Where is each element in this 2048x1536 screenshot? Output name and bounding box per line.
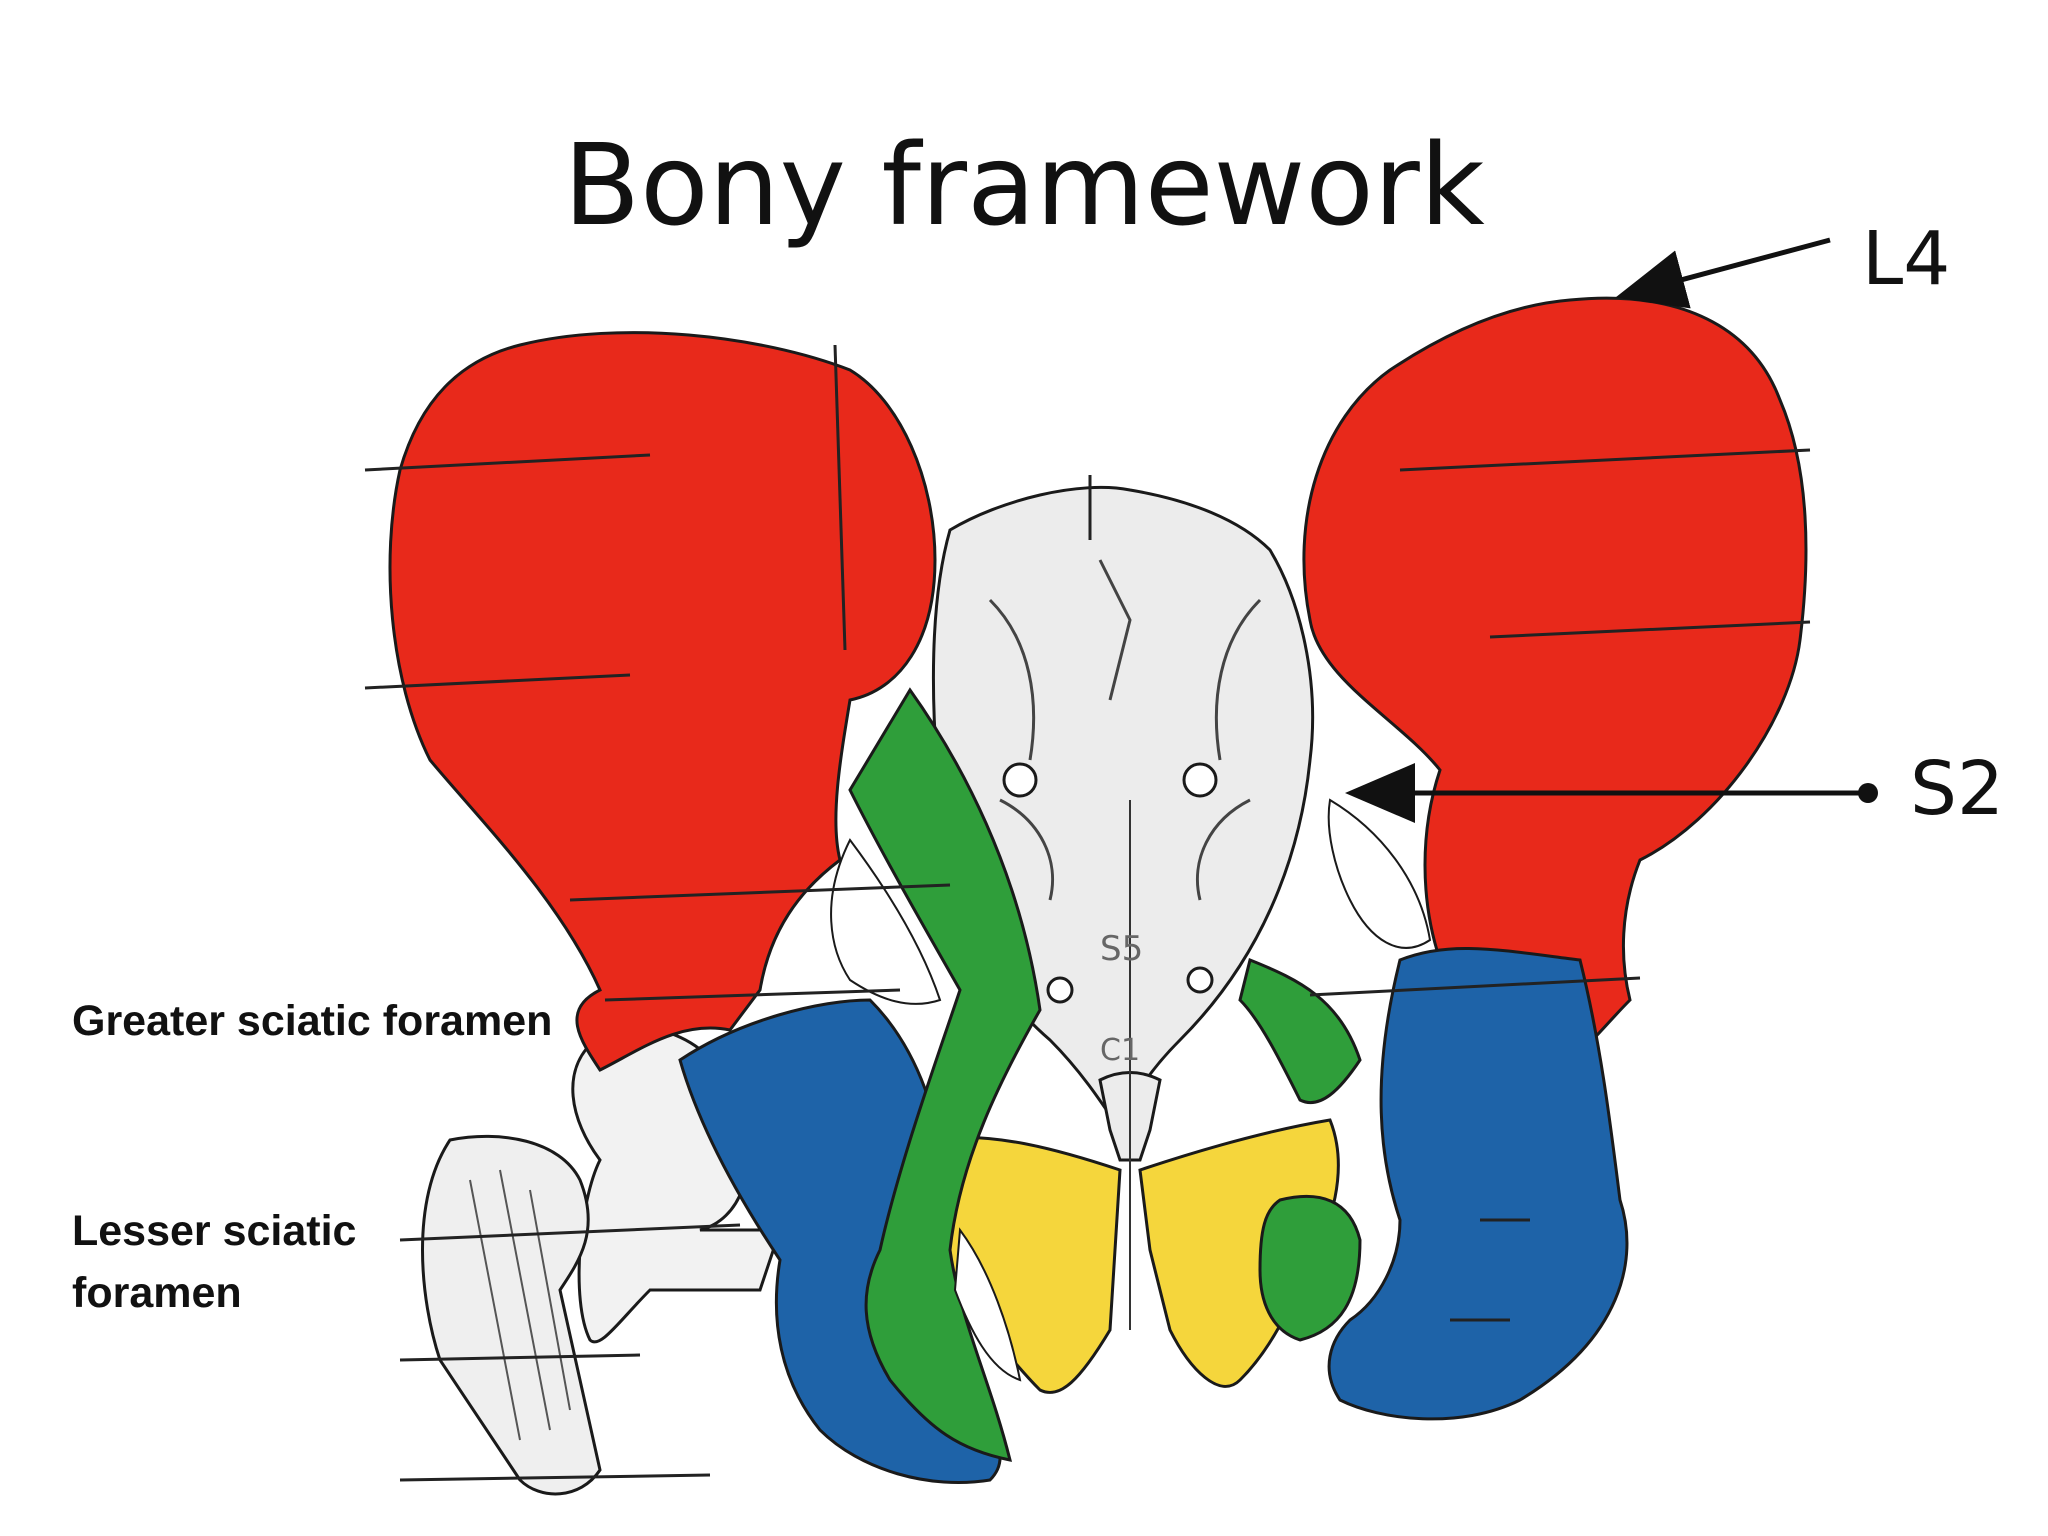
lesser-sciatic-foramen-label: Lesser sciatic foramen	[72, 1207, 357, 1318]
s2-arrow-dot	[1858, 783, 1878, 803]
greater-sciatic-foramen-left	[830, 838, 942, 1005]
left-ilium	[388, 331, 937, 1072]
sacrotuberous-ligament-left	[848, 687, 1042, 1462]
leader-lines	[364, 344, 1811, 1482]
right-ischium	[1327, 946, 1629, 1421]
slide-title: Bony framework	[563, 121, 1485, 251]
c1-label: C1	[1100, 1033, 1140, 1068]
sacrospinous-ligament-right	[1238, 957, 1362, 1105]
greater-sciatic-foramen-right	[1327, 798, 1432, 949]
l4-label: L4	[1862, 216, 1951, 302]
l4-arrow	[1615, 237, 1831, 309]
right-ilium	[1302, 296, 1808, 1062]
greater-sciatic-foramen-label: Greater sciatic foramen	[72, 997, 553, 1045]
s5-label: S5	[1100, 929, 1143, 969]
s2-label: S2	[1910, 746, 2005, 832]
obturator-membrane-right	[1258, 1194, 1362, 1342]
lesser-sciatic-foramen-left	[953, 1227, 1022, 1382]
